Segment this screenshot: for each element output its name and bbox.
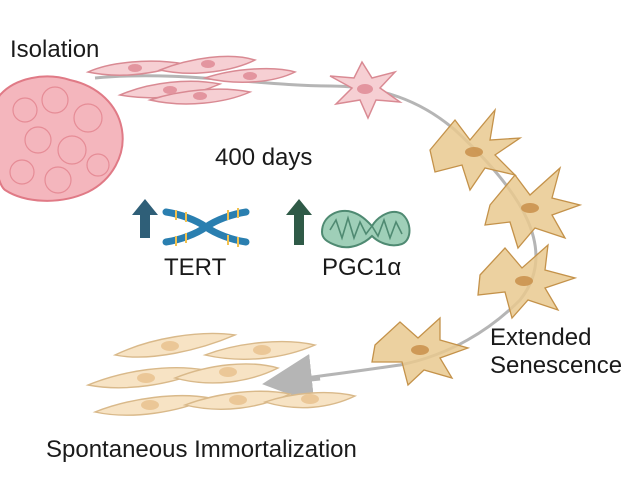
progression-path [94, 74, 538, 384]
label-pgc1a: PGC1α [322, 254, 402, 281]
early-cells [85, 55, 298, 105]
label-tert: TERT [164, 254, 227, 281]
label-extended-senescence: Extended Senescence [490, 324, 622, 379]
senescent-cells [371, 107, 583, 387]
tissue-blob [0, 75, 124, 202]
label-extended: Extended [490, 324, 592, 351]
up-arrow-icon [132, 199, 158, 238]
label-spontaneous-immortalization: Spontaneous Immortalization [46, 436, 357, 463]
immortal-cells [85, 332, 358, 416]
label-duration: 400 days [215, 144, 313, 171]
mitochondria-icon [320, 210, 411, 249]
label-isolation: Isolation [10, 36, 100, 63]
transitional-cell [329, 60, 403, 120]
path-arrow [262, 353, 321, 404]
chromosome-icon [162, 208, 250, 247]
up-arrow-icon [286, 199, 312, 245]
label-senescence: Senescence [490, 351, 623, 379]
